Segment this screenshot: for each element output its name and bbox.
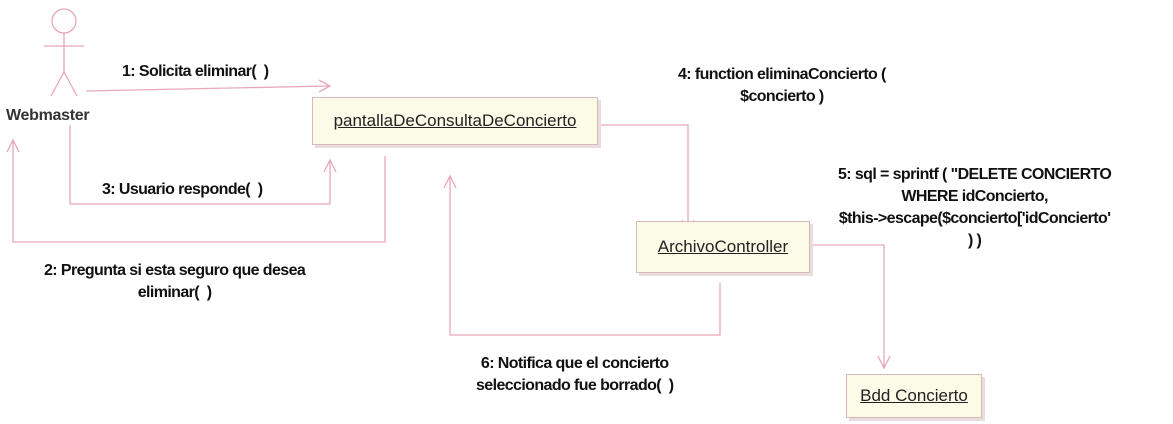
message-4-line	[596, 124, 689, 232]
message-6-arrowhead	[443, 174, 457, 189]
message-2-line	[12, 140, 386, 243]
message-6-label: 6: Notifica que el concierto seleccionad…	[476, 355, 674, 394]
object-pantalla[interactable]: pantallaDeConsultaDeConcierto	[312, 97, 598, 145]
message-5-arrowhead	[877, 355, 891, 370]
object-pantalla-label: pantallaDeConsultaDeConcierto	[333, 111, 577, 130]
object-archivo-controller[interactable]: ArchivoController	[636, 221, 810, 273]
message-1-line	[85, 85, 331, 92]
actor-icon	[44, 8, 84, 97]
message-5-label: 5: sql = sprintf ( "DELETE CONCIERTO WHE…	[838, 166, 1112, 249]
message-5-line	[808, 244, 885, 368]
message-3-label: 3: Usuario responde( )	[102, 181, 263, 198]
message-4-label: 4: function eliminaConcierto ( $conciert…	[678, 66, 886, 105]
message-3-arrowhead	[323, 158, 337, 173]
message-6-line	[449, 176, 721, 336]
object-bdd-concierto[interactable]: Bdd Concierto	[846, 374, 982, 418]
object-controller-label: ArchivoController	[657, 237, 789, 256]
actor-label: Webmaster	[6, 107, 90, 124]
message-2-label: 2: Pregunta si esta seguro que desea eli…	[44, 262, 306, 301]
message-1-arrowhead	[318, 79, 332, 93]
message-1-label: 1: Solicita eliminar( )	[122, 63, 269, 80]
message-2-arrowhead	[6, 138, 20, 153]
message-3-line	[69, 125, 331, 205]
object-bdd-label: Bdd Concierto	[860, 386, 968, 405]
